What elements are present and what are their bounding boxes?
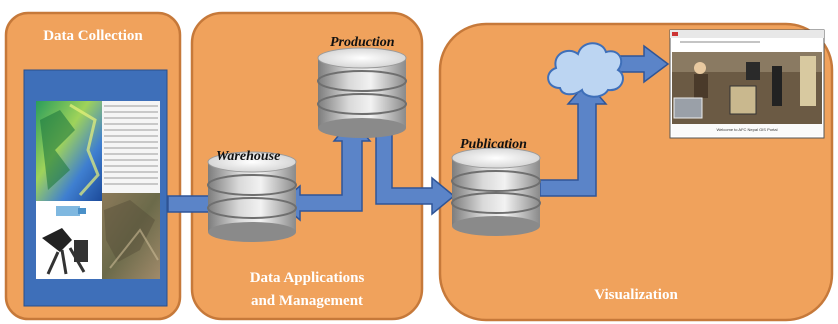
- publication-database-icon: [451, 147, 541, 236]
- arrow-production-to-publication: [375, 115, 456, 216]
- data-sources-collage: [36, 101, 160, 279]
- data-table-image: [102, 101, 160, 193]
- warehouse-database-icon: [207, 151, 297, 242]
- data-applications-title-line2: and Management: [250, 293, 364, 309]
- visualization-title: Visualization: [594, 287, 678, 303]
- data-applications-title-line1: Data Applications: [249, 270, 365, 286]
- cloud-icon: [547, 42, 624, 98]
- production-database-icon: [317, 47, 407, 138]
- production-label: Production: [330, 35, 395, 50]
- data-collection-title: Data Collection: [43, 28, 143, 44]
- warehouse-label: Warehouse: [216, 149, 281, 164]
- screenshot-caption: Welcome to AFC Nepal GIS Portal: [716, 127, 778, 132]
- web-portal-screenshot: [669, 29, 825, 139]
- publication-label: Publication: [460, 137, 527, 152]
